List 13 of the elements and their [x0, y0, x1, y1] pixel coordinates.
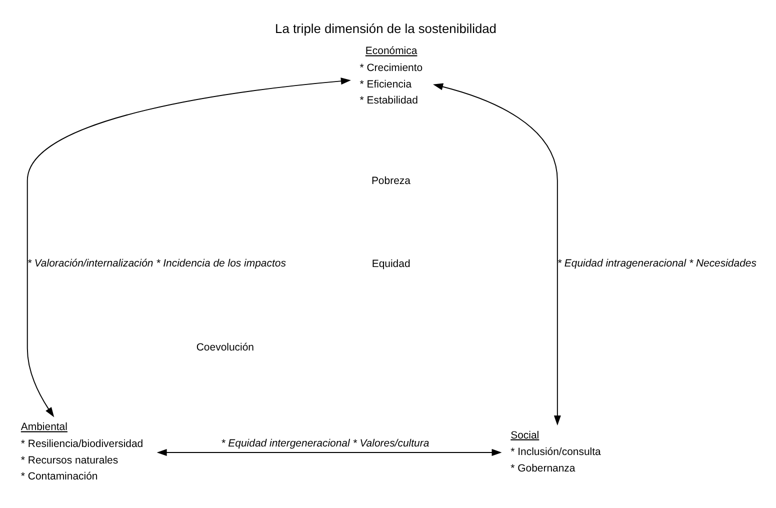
- node-text: Social * Inclusión/consulta * Gobernanza: [510, 430, 601, 474]
- label: Pobreza: [371, 176, 410, 188]
- label: Coevolución: [196, 342, 254, 354]
- label: Equidad: [372, 259, 410, 270]
- arrow: [26, 78, 351, 418]
- edge-label: * Equidad intergeneracional * Valores/cultura: [221, 438, 430, 450]
- node-text: Económica * Crecimiento * Eficiencia * Estabilidad: [360, 46, 423, 106]
- arrow: [432, 83, 561, 426]
- node-text: Ambiental * Resiliencia/biodiversidad * Recursos naturales * Contaminación: [20, 422, 144, 482]
- arrow: [156, 448, 502, 456]
- edge-label: * Equidad intrageneracional * Necesidades: [557, 258, 756, 270]
- edge-label: * Valoración/internalización * Incidencia de los impactos: [27, 258, 286, 270]
- diagram-title: La triple dimensión de la sostenibilidad: [275, 20, 496, 36]
